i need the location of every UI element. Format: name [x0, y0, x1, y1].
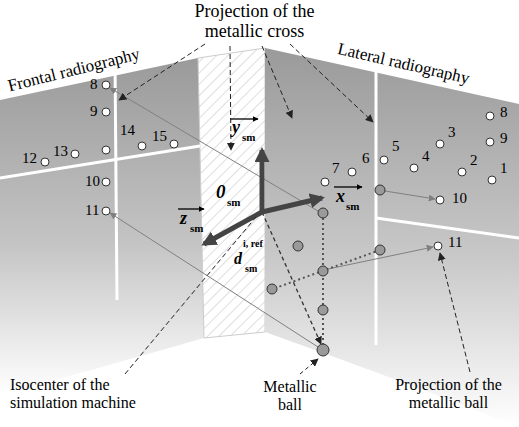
projection-point	[102, 81, 110, 89]
cross-projection	[115, 62, 117, 300]
leader-line	[440, 253, 470, 372]
axis-subscript: sm	[227, 196, 240, 208]
projection-point	[138, 142, 146, 150]
callout-text: Projection of the metallic ball	[381, 376, 516, 411]
callout-number: 2	[470, 152, 478, 169]
metallic-ball	[318, 208, 328, 218]
projection-point	[71, 150, 79, 158]
callout-text: Projection of the metallic cross	[172, 2, 337, 42]
projection-point	[410, 164, 418, 172]
projection-point	[348, 168, 356, 176]
axis-subscript: sm	[346, 200, 359, 212]
metallic-ball	[293, 241, 303, 251]
axis-label: z	[180, 209, 187, 229]
hatched-plane	[198, 48, 265, 338]
cross-projection	[375, 72, 378, 345]
callout-number: 8	[90, 76, 98, 93]
dotted-cross	[270, 250, 380, 290]
projection-point	[321, 178, 329, 186]
projection-point	[102, 146, 110, 154]
frontal-radiograph	[0, 58, 204, 395]
vector-superscript: i, ref	[243, 238, 263, 249]
callout-number: 8	[500, 104, 508, 121]
callout-text: Isocenter of the simulation machine	[10, 376, 160, 411]
projection-point	[102, 207, 110, 215]
projection-point	[488, 176, 496, 184]
callout-text: Metallic ball	[253, 378, 327, 413]
axis-subscript: sm	[242, 131, 255, 143]
x-axis	[262, 198, 322, 212]
projection-points	[41, 81, 496, 250]
callout-number: 11	[85, 202, 99, 219]
callout-number: 10	[85, 173, 100, 190]
projection-point	[170, 140, 178, 148]
metallic-ball	[318, 305, 328, 315]
callout-number: 15	[152, 128, 167, 145]
callout-number: 5	[392, 138, 400, 155]
callout-number: 3	[448, 124, 456, 141]
callout-number: 12	[22, 150, 37, 167]
callout-number: 9	[500, 130, 508, 147]
leader-line	[262, 46, 292, 118]
projection-point	[102, 108, 110, 116]
projection-point	[486, 138, 494, 146]
callout-number: 4	[422, 148, 430, 165]
axis-subscript: sm	[190, 222, 203, 234]
projection-point	[436, 140, 444, 148]
origin-label: 0	[216, 182, 226, 203]
projection-point	[436, 196, 444, 204]
metallic-balls	[267, 185, 385, 356]
metallic-ball	[318, 266, 328, 276]
metallic-ball	[375, 185, 385, 195]
callout-number: 13	[53, 143, 68, 160]
distance-vector	[262, 212, 321, 344]
projection-point	[41, 158, 49, 166]
axis-label: y	[232, 118, 240, 138]
projection-point	[380, 156, 388, 164]
projection-line	[110, 213, 318, 347]
metallic-ball	[317, 344, 329, 356]
callout-number: 14	[120, 122, 135, 139]
leader-line	[125, 217, 256, 374]
projection-point	[434, 242, 442, 250]
leader-line	[300, 359, 318, 374]
y-axis	[260, 150, 265, 212]
metallic-ball	[375, 245, 385, 255]
projection-line	[385, 191, 435, 199]
leader-line	[230, 46, 231, 150]
projection-point	[486, 112, 494, 120]
vector-subscript: sm	[245, 263, 257, 274]
metallic-ball	[267, 284, 277, 294]
dotted-cross	[322, 213, 324, 350]
cross-projection	[376, 218, 519, 238]
cross-projection	[0, 146, 200, 178]
callout-number: 11	[448, 234, 462, 251]
axis-label: x	[336, 187, 345, 207]
callout-number: 9	[90, 103, 98, 120]
callout-number: 10	[452, 190, 467, 207]
panel-label: Frontal radiography	[6, 45, 142, 96]
callout-number: 6	[362, 150, 370, 167]
projection-point	[458, 168, 466, 176]
callout-number: 1	[500, 160, 508, 177]
callout-number: 7	[332, 160, 340, 177]
projection-point	[102, 178, 110, 186]
lateral-radiograph	[265, 48, 519, 427]
panel-label: Lateral radiography	[336, 40, 471, 88]
vector-label: d	[234, 250, 242, 268]
